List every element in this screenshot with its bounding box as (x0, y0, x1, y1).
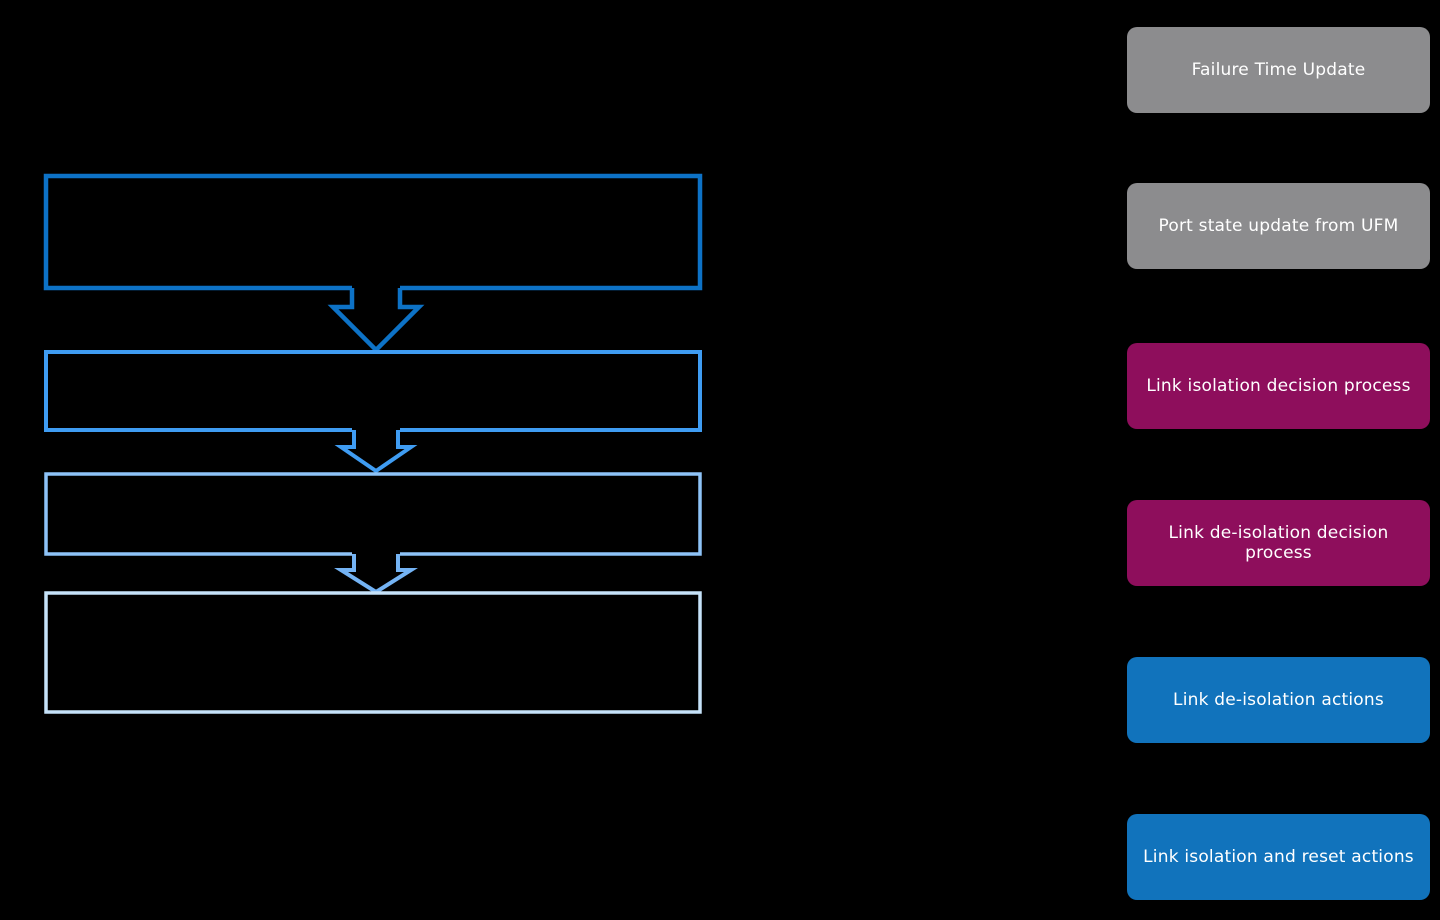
legend-item-port-state-update-from-ufm: Port state update from UFM (1127, 183, 1430, 269)
legend-item-link-isolation-decision-process: Link isolation decision process (1127, 343, 1430, 429)
flow-arrow-2-down-icon (334, 430, 418, 474)
flow-box-3 (44, 472, 702, 556)
flow-box-2 (44, 350, 702, 432)
legend-item-label: Link isolation and reset actions (1143, 847, 1414, 867)
legend-item-link-de-isolation-actions: Link de-isolation actions (1127, 657, 1430, 743)
legend-item-label: Link isolation decision process (1146, 376, 1411, 396)
legend-item-link-isolation-and-reset-actions: Link isolation and reset actions (1127, 814, 1430, 900)
legend-item-link-de-isolation-decision-process: Link de-isolation decision process (1127, 500, 1430, 586)
legend-item-label: Port state update from UFM (1158, 216, 1399, 236)
legend-item-failure-time-update: Failure Time Update (1127, 27, 1430, 113)
legend-item-label: Failure Time Update (1191, 60, 1366, 80)
flow-box-1 (43, 173, 703, 291)
flow-arrow-3-down-icon (334, 554, 418, 595)
legend-item-label: Link de-isolation decision process (1168, 523, 1389, 563)
flow-box-4 (44, 591, 702, 714)
legend-item-label: Link de-isolation actions (1173, 690, 1384, 710)
flow-arrow-1-down-icon (327, 288, 425, 354)
